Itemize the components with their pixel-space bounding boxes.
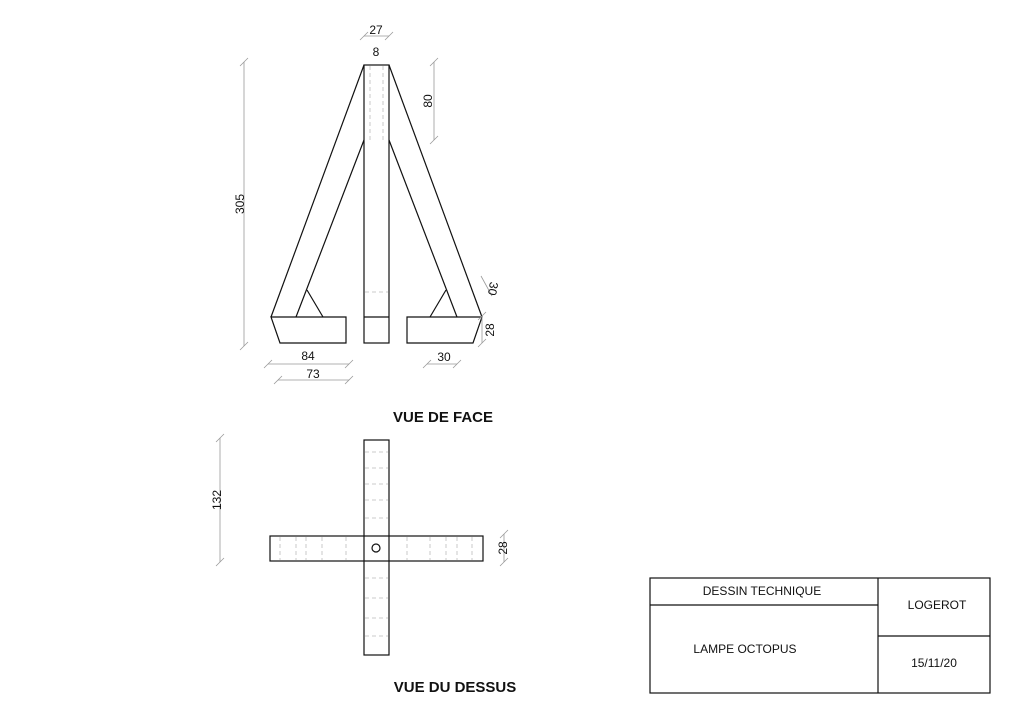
top-hidden-lines (279, 451, 473, 637)
dim-28-front: 28 (483, 323, 497, 337)
dim-305: 305 (233, 194, 247, 214)
dim-27: 27 (369, 23, 383, 37)
left-leg-outer (270, 64, 365, 318)
title-block: DESSIN TECHNIQUE LAMPE OCTOPUS LOGEROT 1… (649, 577, 991, 694)
left-foot (270, 316, 347, 344)
title-block-header: DESSIN TECHNIQUE (703, 584, 821, 598)
top-horizontal-arm (269, 535, 484, 562)
dim-30-angle: 30 (485, 281, 501, 297)
dimension-lines (239, 31, 493, 385)
center-hole (371, 543, 381, 553)
dim-30-bottom: 30 (437, 350, 451, 364)
dim-8: 8 (373, 45, 380, 59)
front-view-title: VUE DE FACE (393, 409, 493, 426)
dim-28-top: 28 (496, 541, 510, 555)
top-view-title: VUE DU DESSUS (394, 679, 517, 696)
dim-80: 80 (421, 94, 435, 108)
central-post (363, 64, 390, 344)
dim-84: 84 (301, 349, 315, 363)
left-brace (306, 289, 324, 318)
right-leg-outer (388, 64, 483, 318)
dim-132: 132 (210, 490, 224, 510)
top-vertical-arm (363, 439, 390, 656)
left-leg-inner (295, 139, 365, 318)
right-foot (406, 316, 483, 344)
title-block-author: LOGEROT (908, 598, 967, 612)
top-view: 132 28 VUE DU DESSUS (210, 433, 517, 696)
top-dimension-lines (215, 433, 509, 567)
right-leg-inner (388, 139, 458, 318)
front-view: 27 8 80 305 30 28 84 73 30 VUE DE FACE (233, 23, 501, 426)
right-brace (429, 289, 447, 318)
title-block-date: 15/11/20 (911, 656, 957, 670)
title-block-project: LAMPE OCTOPUS (693, 642, 796, 656)
dim-73: 73 (306, 367, 320, 381)
